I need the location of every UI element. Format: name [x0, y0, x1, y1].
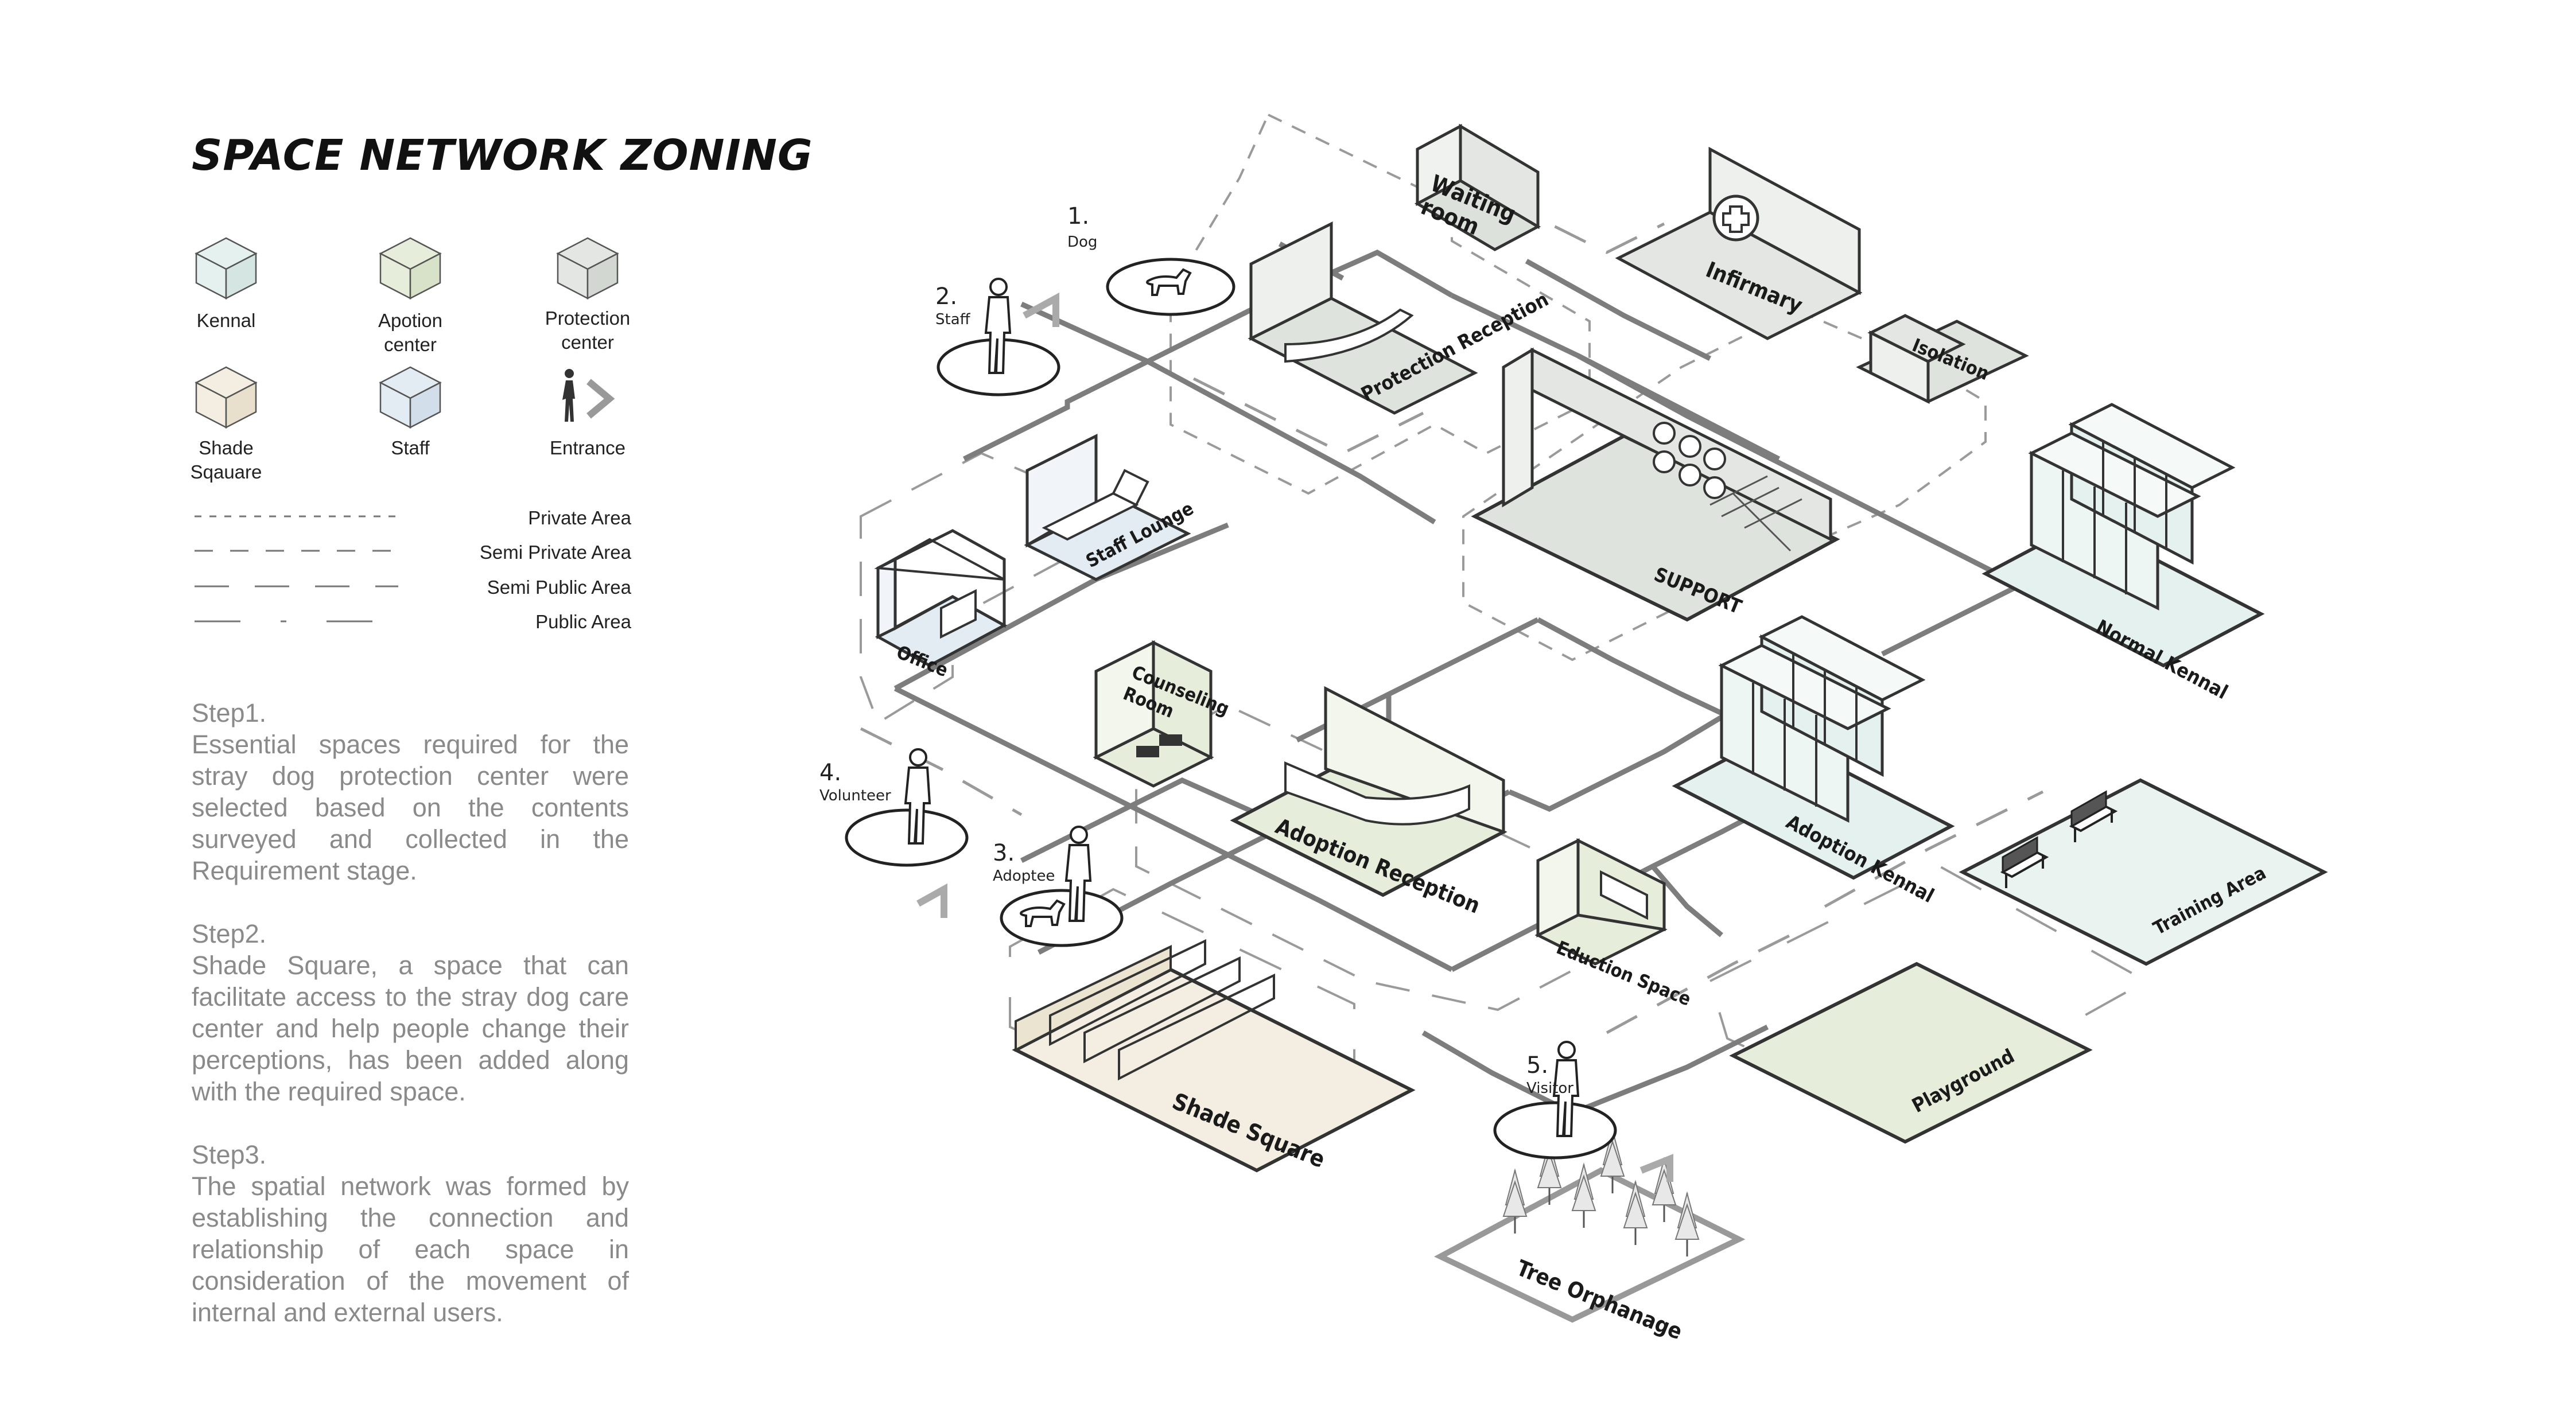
step-3-title: Step3. — [192, 1140, 267, 1169]
line-type-samples — [195, 515, 398, 622]
normal-kennel-block: Normal Kennal — [1981, 403, 2265, 704]
waiting-room-block: Waiting room — [1414, 123, 1541, 251]
staff-legend-cube — [379, 366, 442, 429]
kennel-legend-label: Kennal — [196, 310, 256, 331]
isolation-block: Isolation — [1856, 314, 2029, 404]
actor-2-label: Staff — [935, 311, 971, 328]
office-block: Office — [874, 529, 1008, 681]
step-2: Step2. Shade Square, a space that can fa… — [192, 918, 629, 1107]
semi-private-area-label: Semi Private Area — [479, 542, 631, 563]
counseling-room-block: Counseling Room — [1093, 640, 1233, 788]
actor-1-number: 1. — [1067, 203, 1089, 229]
actor-3-label: Adoptee — [993, 867, 1055, 885]
step-3: Step3. The spatial network was formed by… — [192, 1139, 629, 1328]
shade-square-legend-label: Shade Sqauare — [190, 437, 262, 483]
entrance-legend-icon — [562, 369, 615, 422]
shade-square-block: Shade Square — [1012, 939, 1416, 1173]
actor-1-label: Dog — [1067, 234, 1097, 251]
actor-3-number: 3. — [993, 840, 1015, 866]
public-area-label: Public Area — [535, 611, 631, 632]
actor-2-number: 2. — [935, 283, 957, 310]
step-3-body: The spatial network was formed by establ… — [192, 1172, 629, 1327]
actor-4-number: 4. — [819, 760, 841, 786]
shade-zone-boundary — [1009, 888, 1355, 1155]
protection-center-legend-cube — [556, 237, 619, 300]
semi-public-area-label: Semi Public Area — [487, 577, 631, 598]
steps-text: Step1. Essential spaces required for the… — [192, 697, 629, 1360]
shade-square-legend-cube — [195, 366, 258, 429]
staff-lounge-block: Staff Lounge — [1024, 433, 1197, 581]
actor-dog: 1. Dog — [1067, 203, 1235, 316]
step-2-title: Step2. — [192, 919, 267, 948]
playground-block: Playground — [1729, 962, 2093, 1144]
adoption-center-legend-cube — [379, 237, 442, 300]
actor-volunteer: 4. Volunteer — [819, 748, 969, 867]
actor-5-label: Visitor — [1526, 1080, 1573, 1097]
actor-adoptee: 3. Adoptee — [916, 826, 1124, 947]
step-2-body: Shade Square, a space that can facilitat… — [192, 951, 629, 1106]
protection-center-legend-label: Protection center — [545, 308, 631, 353]
step-1: Step1. Essential spaces required for the… — [192, 697, 629, 886]
entrance-legend-label: Entrance — [549, 437, 626, 458]
education-space-block: Eduction Space — [1534, 838, 1694, 1010]
kennel-legend-cube — [195, 237, 258, 300]
actor-staff: 2. Staff — [935, 278, 1060, 396]
adoption-kennel-block: Adoption Kennal — [1672, 615, 1955, 908]
infirmary-block: Infirmary — [1615, 146, 1863, 340]
staff-legend-label: Staff — [391, 437, 430, 458]
adoption-center-legend-label: Apotion center — [378, 310, 442, 355]
adoption-reception-block: Adoption Reception — [1230, 686, 1507, 919]
step-1-title: Step1. — [192, 698, 267, 727]
private-area-label: Private Area — [528, 507, 631, 528]
space-network-diagram: Waiting room Protection Reception Infirm… — [819, 113, 2328, 1344]
training-area-block: Training Area — [1959, 778, 2328, 966]
page-title: SPACE NETWORK ZONING — [192, 131, 813, 180]
tree-orphanage-block: Tree Orphanage — [1433, 1129, 1746, 1344]
adoption-zone-boundary — [1135, 704, 1608, 1011]
actor-visitor: 5. Visitor — [1493, 1041, 1673, 1182]
support-block: SUPPORT — [1471, 347, 1840, 622]
step-1-body: Essential spaces required for the stray … — [192, 730, 629, 885]
actor-4-label: Volunteer — [819, 787, 891, 804]
actor-5-number: 5. — [1526, 1052, 1548, 1079]
